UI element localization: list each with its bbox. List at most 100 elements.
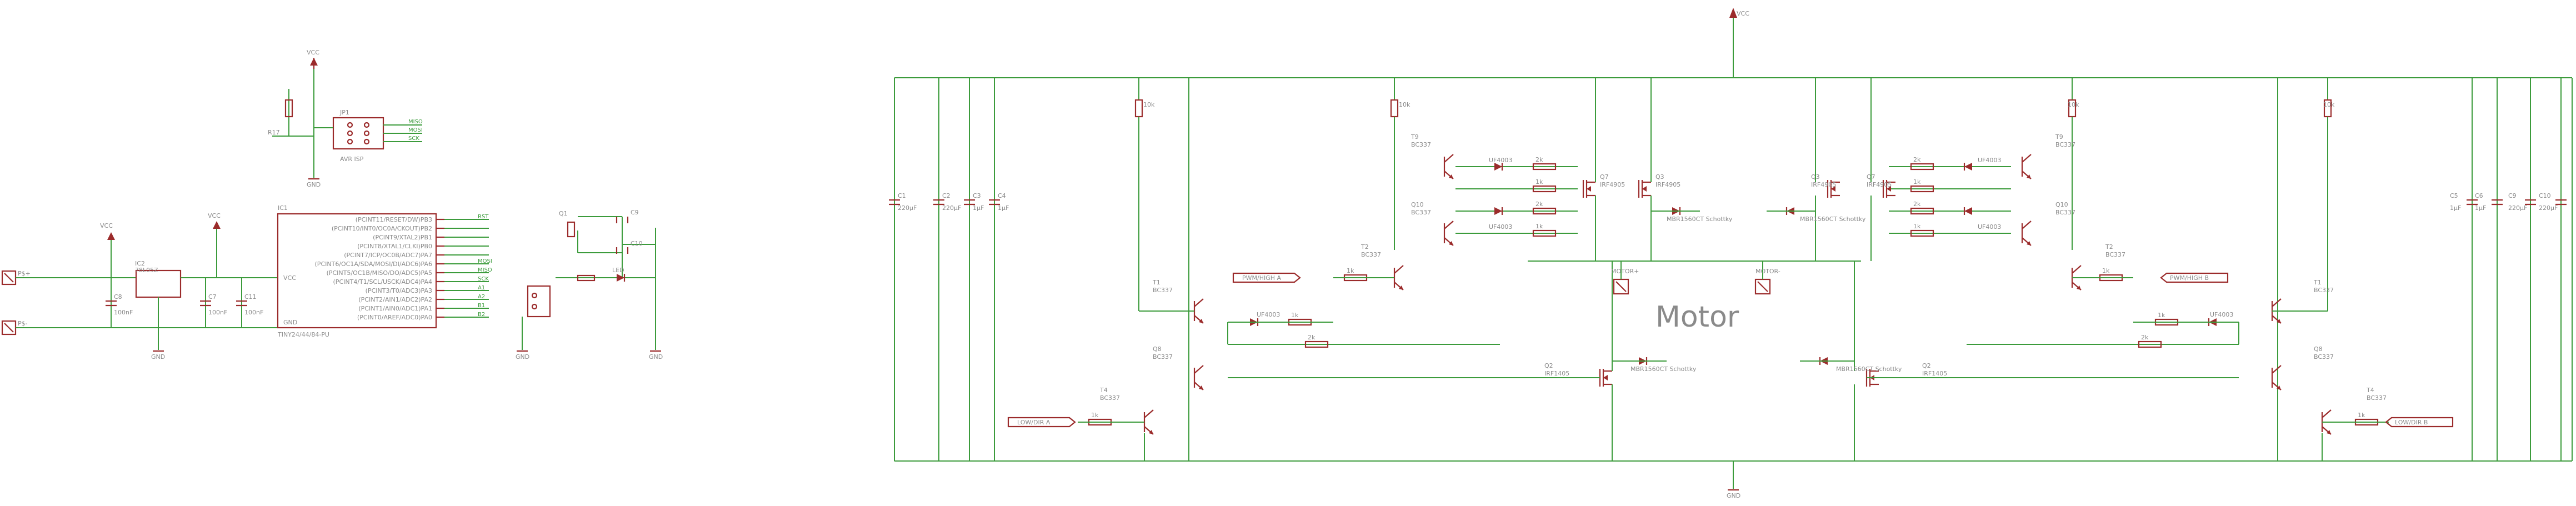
resistor-horizontal xyxy=(1532,185,1557,193)
schottky-label: MBR1560CT Schottky xyxy=(1800,216,1866,223)
signal-port-label: LOW/DIR B xyxy=(2395,419,2428,426)
resistor-label: 1k xyxy=(2158,312,2165,319)
gnd-symbol-reg: GND xyxy=(151,353,165,360)
mosfet-part: IRF1405 xyxy=(1544,370,1569,377)
jp1-net-miso: MISO xyxy=(408,119,423,125)
c7-label: C7 xyxy=(208,293,217,300)
ic1-net-7: MISO xyxy=(478,267,492,273)
diode xyxy=(1964,207,1972,215)
cap-label-c2: C2 xyxy=(942,192,951,199)
gnd-symbol-prog: GND xyxy=(516,353,529,360)
diode-label: UF4003 xyxy=(2210,311,2233,318)
signal-port xyxy=(1232,272,1301,283)
transistor-label: T1 xyxy=(2313,279,2322,286)
regulator-ic2 xyxy=(135,269,182,298)
ic1-pin-3: (PCINT9/XTAL2)PB1 xyxy=(373,234,432,241)
c11-label: C11 xyxy=(244,293,257,300)
mosfet-part: IRF1405 xyxy=(1922,370,1947,377)
signal-port-label: PWM/HIGH A xyxy=(1242,274,1282,282)
cap-label-r-c6: C6 xyxy=(2475,192,2483,199)
resistor-label: 1k xyxy=(1535,178,1543,186)
resistor-label: 2k xyxy=(2141,334,2149,341)
cap-label-c3: C3 xyxy=(973,192,981,199)
signal-port-label: LOW/DIR A xyxy=(1017,419,1051,426)
c9-label: C9 xyxy=(631,209,639,216)
resistor-horizontal xyxy=(1532,207,1557,215)
resistor-horizontal xyxy=(1304,340,1329,348)
mosfet-label: Q2 xyxy=(1922,362,1931,369)
ic1-net-1: RST xyxy=(478,214,489,220)
mosfet-part: IRF4905 xyxy=(1867,181,1892,188)
cap-label-r-c9: C9 xyxy=(2508,192,2517,199)
c8-label: C8 xyxy=(114,293,122,300)
resistor-label: 2k xyxy=(1913,201,1921,208)
resistor-label: 1k xyxy=(1291,312,1299,319)
transistor-part: BC337 xyxy=(2105,251,2125,258)
resistor-label: 1k xyxy=(2358,412,2365,419)
transistor-part: BC337 xyxy=(1153,353,1173,360)
transistor-part: BC337 xyxy=(2055,209,2075,216)
signal-port xyxy=(2160,272,2229,283)
resistor-label: 1k xyxy=(1913,178,1921,186)
transistor-label: Q10 xyxy=(1411,201,1424,208)
pwr-gnd-label: P$- xyxy=(18,320,28,327)
diode xyxy=(1494,163,1502,171)
resistor-horizontal xyxy=(1910,229,1934,237)
schottky-label: MBR1560CT Schottky xyxy=(1630,365,1697,373)
ic1-pin-11: (PCINT1/AIN0/ADC1)PA1 xyxy=(358,305,432,312)
mosfet-part: IRF4905 xyxy=(1811,181,1836,188)
transistor-part: BC337 xyxy=(1411,209,1431,216)
transistor-label: Q8 xyxy=(1153,345,1162,353)
hbridge-rails: VCC GND xyxy=(894,8,2573,499)
transistor-part: BC337 xyxy=(1361,251,1381,258)
transistor-label: T9 xyxy=(2055,133,2063,141)
resistor-label: 1k xyxy=(1091,412,1099,419)
diode-label: UF4003 xyxy=(1978,223,2001,231)
ic1-pin-12: (PCINT0/AREF/ADC0)PA0 xyxy=(357,314,432,321)
ic1-pin-8: (PCINT4/T1/SCL/USCK/ADC4)PA4 xyxy=(333,278,432,285)
transistor-label: T9 xyxy=(1410,133,1419,141)
ic1-pin-7: (PCINT5/OC1B/MISO/DO/ADC5)PA5 xyxy=(327,269,432,277)
led-resistor xyxy=(577,274,596,282)
ic2-part: 78L05Z xyxy=(135,267,158,274)
resistor-vertical xyxy=(1134,99,1143,118)
resistor-label: 2k xyxy=(1535,156,1543,163)
transistor-part: BC337 xyxy=(2314,353,2334,360)
mosfet-label: Q2 xyxy=(1544,362,1553,369)
transistor-label: Q10 xyxy=(2055,201,2068,208)
resistor-vertical xyxy=(1390,99,1399,118)
vcc-symbol-reg: VCC xyxy=(100,222,113,229)
ic1-pin-9: (PCINT3/T0/ADC3)PA3 xyxy=(366,287,432,294)
signal-port xyxy=(2385,417,2454,428)
ic1-net-9: A1 xyxy=(478,285,485,291)
mosfet-label: Q7 xyxy=(1600,173,1609,181)
cap-value-r-c9: 220µF xyxy=(2508,204,2527,212)
ic1-pin-gnd: GND xyxy=(283,319,297,326)
resistor-horizontal xyxy=(2138,340,2162,348)
cap-value-r-c10: 220µF xyxy=(2539,204,2558,212)
transistor-label: T4 xyxy=(2366,387,2374,394)
ic1-pin-10: (PCINT2/AIN1/ADC2)PA2 xyxy=(358,296,432,303)
ic1-pin-6: (PCINT6/OC1A/SDA/MOSI/DI/ADC6)PA6 xyxy=(315,260,432,268)
jp1-label: JP1 xyxy=(339,109,349,116)
cap-label-c1: C1 xyxy=(898,192,906,199)
cap-label-c4: C4 xyxy=(998,192,1006,199)
motor-b-label: MOTOR- xyxy=(1755,268,1780,275)
ic1-label: IC1 xyxy=(278,204,288,212)
resistor-horizontal xyxy=(1910,163,1934,171)
ic1-net-8: SCK xyxy=(478,276,489,282)
transistor-label: T2 xyxy=(1360,243,1369,251)
resistor-r17 xyxy=(284,99,293,118)
pullup-label: 10k xyxy=(2323,101,2335,108)
led-label: LED xyxy=(612,267,624,274)
transistor-part: BC337 xyxy=(2367,394,2387,402)
pullup-label: 10k xyxy=(1399,101,1410,108)
transistor-part: BC337 xyxy=(2314,287,2334,294)
isp-header-section: VCC R17 GND JP1 AVR ISP MISO MOSI SCK xyxy=(268,49,423,188)
resistor-label: 1k xyxy=(1535,223,1543,230)
pullup-label: 10k xyxy=(2068,101,2079,108)
cap-value-c3: 1µF xyxy=(973,204,984,212)
power-supply-section: P$+ P$- IC2 78L05Z VCC VCC C8 100nF C7 1… xyxy=(1,212,278,360)
signal-port-label: PWM/HIGH B xyxy=(2170,274,2209,282)
